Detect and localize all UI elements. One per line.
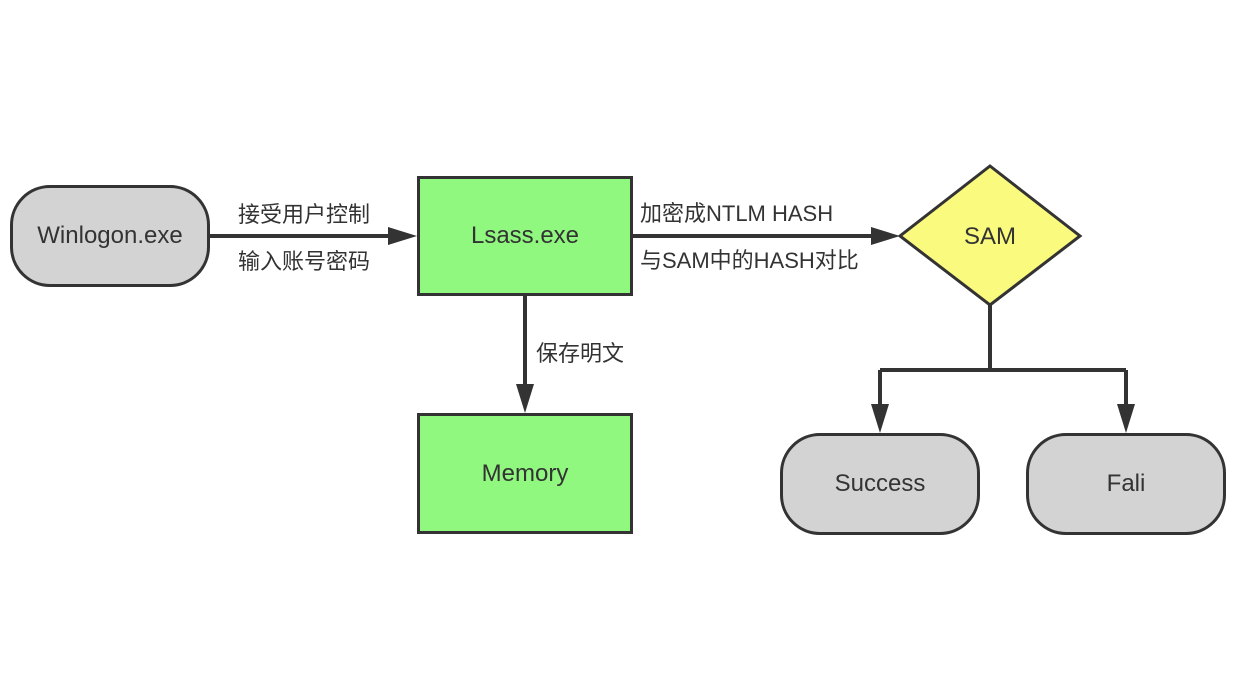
edge-label-accept-control: 接受用户控制 [238, 202, 371, 227]
winlogon-label: Winlogon.exe [37, 222, 183, 249]
sam-diamond [897, 164, 1083, 307]
fail-label: Fali [1106, 470, 1146, 497]
success-label: Success [834, 470, 926, 497]
fail-node: Fali [1026, 433, 1226, 535]
arrowhead-sam [871, 227, 900, 245]
edge-label-input-credentials: 输入账号密码 [238, 249, 371, 274]
arrowhead-memory [516, 384, 534, 413]
sam-label: SAM [964, 223, 1016, 250]
lsass-label: Lsass.exe [470, 222, 580, 249]
memory-label: Memory [481, 459, 569, 487]
edge-label-encrypt-ntlm: 加密成NTLM HASH [640, 201, 834, 226]
memory-node: Memory [417, 413, 633, 534]
arrowhead-lsass [388, 227, 417, 245]
edge-label-store-plaintext: 保存明文 [536, 341, 625, 366]
arrowhead-fail [1117, 404, 1135, 433]
lsass-node: Lsass.exe [417, 176, 633, 296]
edge-label-compare-sam: 与SAM中的HASH对比 [640, 248, 859, 273]
success-node: Success [780, 433, 980, 535]
arrowhead-success [871, 404, 889, 433]
winlogon-node: Winlogon.exe [10, 185, 210, 287]
